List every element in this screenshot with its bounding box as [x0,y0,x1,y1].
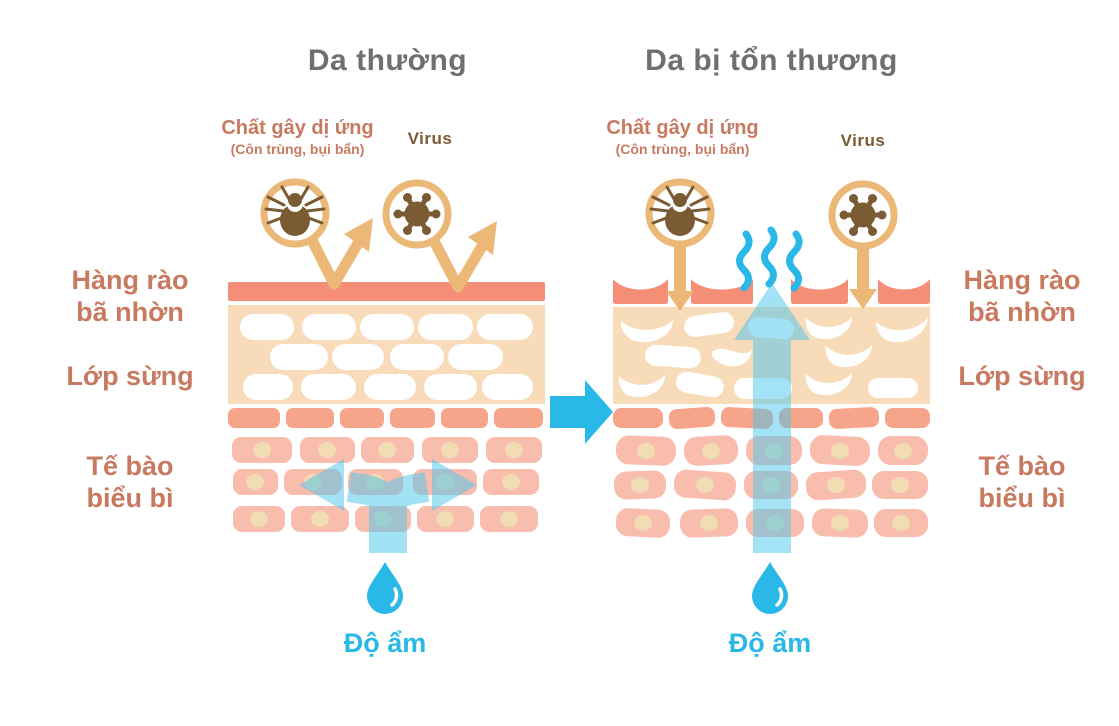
virus-label-damaged: Virus [840,131,886,150]
penetration-arrow-icon [666,244,694,311]
layer-label-stratum-corneum-right: Lớp sừng [958,361,1086,391]
layer-label-epidermis-right: Tế bào biểu bì [978,451,1066,514]
right-arrow-icon [550,380,613,444]
allergen-sublabel-normal: (Côn trùng, bụi bẩn) [230,141,365,157]
skin-cross-section-damaged [613,178,930,616]
layer-label-sebum-barrier-right: Hàng rào bã nhờn [963,265,1081,328]
panel-title-damaged: Da bị tổn thương [645,44,898,77]
layer-label-epidermis-left: Tế bào biểu bì [86,451,174,514]
panel-title-normal: Da thường [307,44,468,77]
damaged-sebum-barrier-layer [613,279,930,304]
moisture-escape-arrow-icon [734,283,810,553]
moisture-retained-arrow-icon [299,459,477,553]
skin-cross-section-normal [228,178,545,616]
bounce-arrow-icon [306,218,373,290]
allergen-label-normal: Chất gây dị ứng [221,117,374,139]
penetration-arrow-icon [849,246,877,309]
water-drop-icon [365,560,405,616]
virus-label-normal: Virus [407,129,453,148]
sebum-barrier-layer [228,282,545,301]
allergen-label-damaged: Chất gây dị ứng [606,117,759,139]
layer-label-stratum-corneum-left: Lớp sừng [66,361,194,391]
layer-label-sebum-barrier-left: Hàng rào bã nhờn [71,265,189,328]
water-drop-icon [750,560,790,616]
steam-icon [736,226,803,292]
allergen-sublabel-damaged: (Côn trùng, bụi bẩn) [615,141,750,157]
moisture-label-damaged: Độ ẩm [728,628,812,658]
bounce-arrow-icon [428,221,497,293]
stratum-corneum-layer [228,305,545,404]
moisture-label-normal: Độ ẩm [343,628,427,658]
